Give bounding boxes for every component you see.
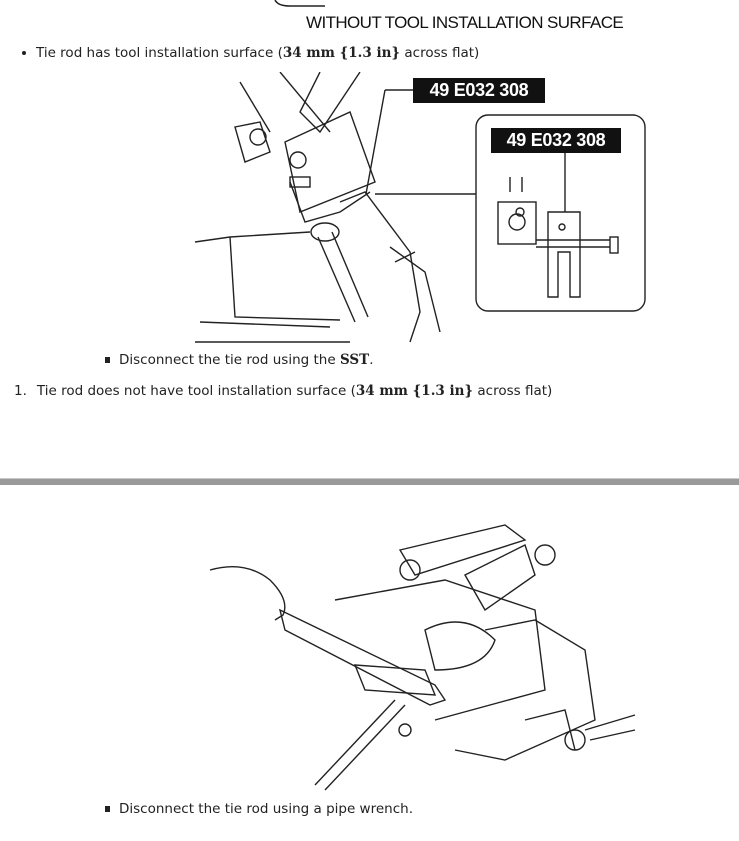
sst-callout-inset: 49 E032 308 (491, 128, 621, 153)
section-divider (0, 478, 739, 485)
figure-header: WITHOUT TOOL INSTALLATION SURFACE (306, 13, 624, 32)
bullet-icon (105, 806, 110, 812)
step-disconnect-pipe-wrench: Disconnect the tie rod using a pipe wren… (105, 801, 413, 817)
sst-tie-rod-illustration (194, 72, 646, 343)
list-item-with-surface: Tie rod has tool installation surface (3… (22, 45, 479, 61)
figure-fragment (274, 0, 325, 7)
pipe-wrench-illustration (209, 524, 636, 791)
sst-callout-main: 49 E032 308 (413, 78, 545, 103)
bullet-icon (105, 357, 110, 363)
step-disconnect-sst: Disconnect the tie rod using the SST. (105, 352, 374, 368)
list-item-without-surface: 1.Tie rod does not have tool installatio… (14, 383, 553, 399)
